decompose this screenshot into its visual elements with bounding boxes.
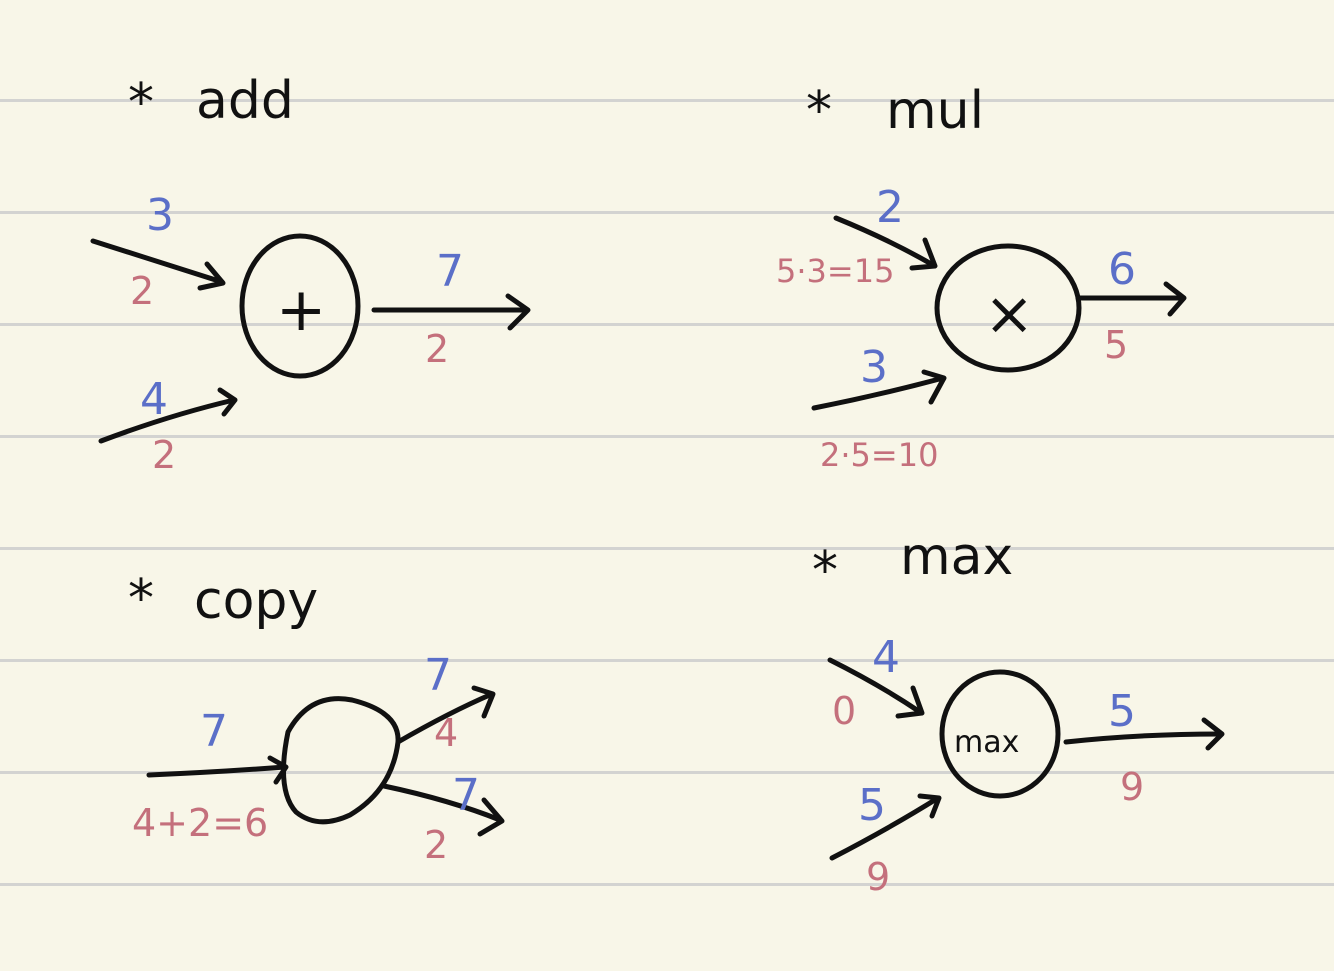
ruled-line bbox=[0, 659, 1334, 662]
copy-output-bottom-arrow bbox=[381, 783, 503, 823]
max-input-top-arrow bbox=[827, 657, 923, 715]
mul-out-backward: 5 bbox=[1104, 323, 1128, 367]
max-input-bottom-arrow bbox=[829, 795, 941, 861]
copy-output-bottom-arrowhead bbox=[477, 797, 505, 837]
ruled-line bbox=[0, 323, 1334, 326]
add-in-bottom-backward: 2 bbox=[152, 433, 176, 477]
mul-input-bottom-arrow bbox=[811, 375, 946, 411]
max-in-bottom-backward: 9 bbox=[866, 855, 890, 899]
mul-in-bottom-forward: 3 bbox=[860, 342, 888, 393]
mul-output-arrowhead bbox=[1163, 281, 1187, 317]
add-in-top-backward: 2 bbox=[130, 269, 154, 313]
max-in-bottom-forward: 5 bbox=[858, 780, 886, 831]
add-in-bottom-forward: 4 bbox=[140, 374, 168, 425]
max-in-top-backward: 0 bbox=[832, 689, 856, 733]
max-input-bottom-arrowhead bbox=[917, 793, 942, 819]
mul-operator: × bbox=[984, 279, 1034, 349]
mul-input-top-arrowhead bbox=[909, 237, 938, 271]
add-in-top-forward: 3 bbox=[146, 190, 174, 241]
max-out-backward: 9 bbox=[1120, 765, 1144, 809]
copy-out-bottom-backward: 2 bbox=[424, 823, 448, 867]
copy-out-top-forward: 7 bbox=[424, 650, 452, 701]
add-title: add bbox=[196, 71, 294, 131]
mul-in-top-forward: 2 bbox=[876, 182, 904, 233]
mul-section: * mul 2 5·3=15 3 2·5=10 × 6 5 bbox=[776, 81, 1187, 474]
ruled-line bbox=[0, 99, 1334, 102]
max-bullet-star: * bbox=[812, 541, 838, 601]
copy-section: * copy 7 4+2=6 7 4 7 2 bbox=[128, 569, 505, 867]
add-out-forward: 7 bbox=[436, 246, 464, 297]
ruled-line bbox=[0, 883, 1334, 886]
ruled-line bbox=[0, 547, 1334, 550]
max-operator: max bbox=[954, 725, 1019, 760]
max-out-forward: 5 bbox=[1108, 686, 1136, 737]
add-bullet-star: * bbox=[128, 73, 154, 133]
max-in-top-forward: 4 bbox=[872, 632, 900, 683]
ruled-line bbox=[0, 211, 1334, 214]
copy-in-backward: 4+2=6 bbox=[132, 801, 268, 845]
max-output-arrow bbox=[1063, 731, 1223, 745]
max-input-top-arrowhead bbox=[895, 685, 925, 719]
mul-title: mul bbox=[886, 81, 984, 141]
max-node-circle bbox=[939, 669, 1061, 799]
copy-in-forward: 7 bbox=[200, 706, 228, 757]
copy-node-blob bbox=[281, 696, 401, 825]
mul-out-forward: 6 bbox=[1108, 244, 1136, 295]
copy-output-top-arrow bbox=[395, 691, 495, 745]
copy-input-arrow bbox=[146, 764, 288, 778]
copy-out-top-backward: 4 bbox=[434, 711, 458, 755]
add-input-bottom-arrow bbox=[98, 397, 237, 444]
max-title: max bbox=[900, 527, 1013, 587]
mul-bullet-star: * bbox=[806, 81, 832, 141]
add-output-arrowhead bbox=[505, 293, 531, 331]
copy-out-bottom-forward: 7 bbox=[452, 770, 480, 821]
add-operator: + bbox=[276, 275, 326, 345]
add-input-top-arrow bbox=[90, 238, 225, 285]
mul-node-circle bbox=[934, 243, 1082, 373]
add-input-top-arrowhead bbox=[197, 261, 226, 291]
add-node-circle bbox=[239, 233, 361, 379]
max-section: * max 4 0 5 9 max 5 9 bbox=[812, 527, 1225, 899]
mul-in-bottom-backward: 2·5=10 bbox=[820, 436, 938, 474]
mul-input-bottom-arrowhead bbox=[921, 369, 947, 405]
copy-bullet-star: * bbox=[128, 569, 154, 629]
add-out-backward: 2 bbox=[425, 327, 449, 371]
max-output-arrowhead bbox=[1201, 717, 1225, 751]
add-input-bottom-arrowhead bbox=[217, 387, 238, 417]
ruled-line bbox=[0, 771, 1334, 774]
mul-in-top-backward: 5·3=15 bbox=[776, 252, 894, 290]
ruled-line bbox=[0, 435, 1334, 438]
copy-title: copy bbox=[194, 571, 318, 631]
add-section: * add 3 2 4 2 + 7 2 bbox=[90, 71, 531, 477]
copy-output-top-arrowhead bbox=[471, 685, 496, 719]
mul-input-top-arrow bbox=[833, 215, 936, 268]
